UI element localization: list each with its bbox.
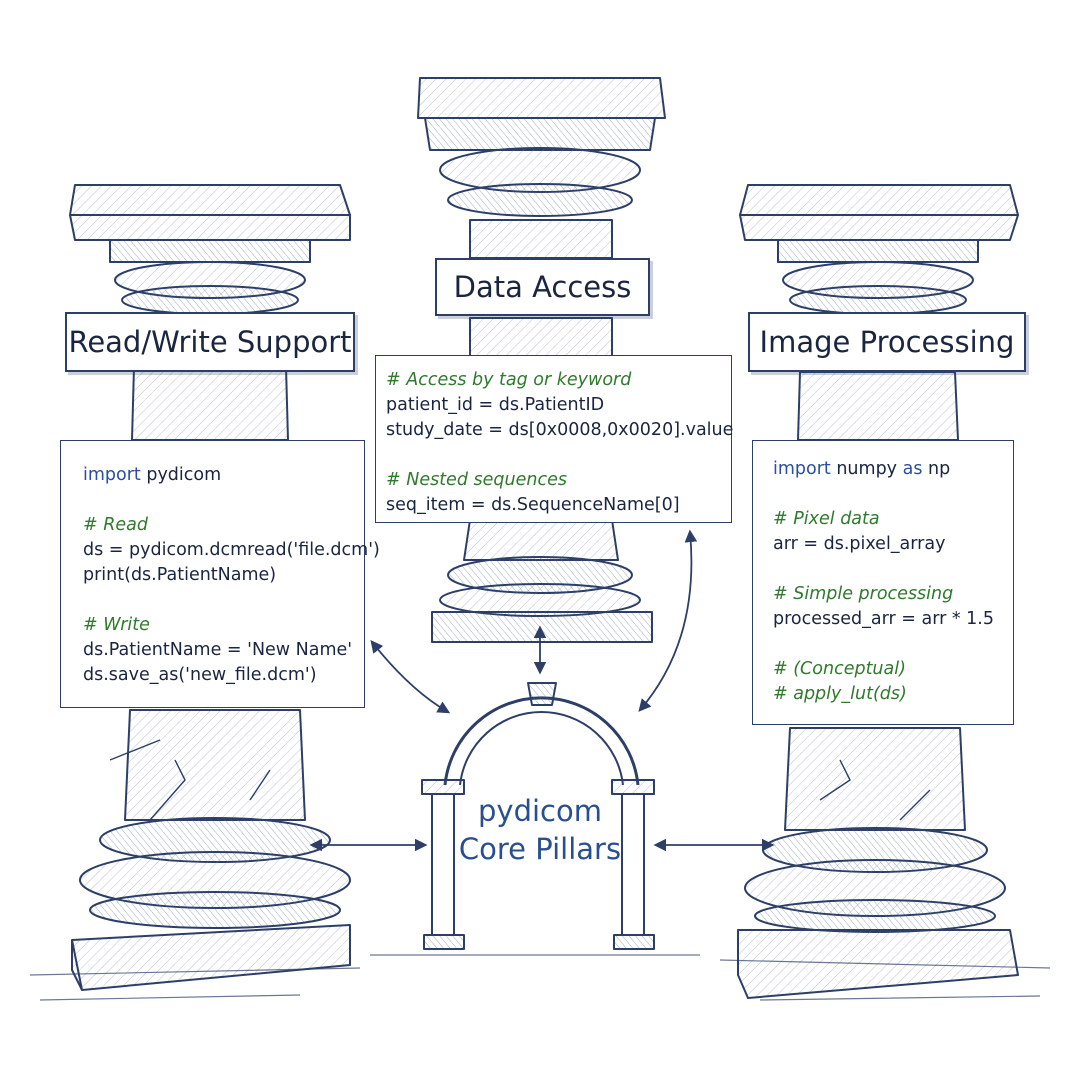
- ground-lines: [29, 954, 1051, 1001]
- code-line: import numpy as np: [773, 457, 1003, 482]
- image-processing-code-box: import numpy as np # Pixel data arr = ds…: [752, 440, 1014, 725]
- code-comment: # (Conceptual): [773, 659, 906, 679]
- right-pillar: [737, 184, 1019, 999]
- code-text: np: [922, 459, 951, 479]
- code-blank-line: [773, 632, 1003, 657]
- code-line: ds.PatientName = 'New Name': [83, 640, 353, 660]
- data-access-code-box: # Access by tag or keyword patient_id = …: [375, 355, 734, 523]
- center-pillar: [417, 77, 666, 643]
- keyword: as: [902, 459, 923, 479]
- left-pillar: [69, 184, 351, 991]
- code-text: numpy: [830, 459, 903, 479]
- read-write-support-label: Read/Write Support: [65, 312, 355, 372]
- code-line: print(ds.PatientName): [83, 565, 277, 585]
- code-comment: # Read: [83, 515, 148, 535]
- data-access-label: Data Access: [435, 258, 650, 316]
- code-blank-line: [773, 482, 1003, 507]
- code-line: study_date = ds[0x0008,0x0020].value: [386, 420, 734, 440]
- code-line: seq_item = ds.SequenceName[0]: [386, 495, 680, 515]
- code-comment: # Nested sequences: [386, 470, 567, 490]
- code-blank-line: [83, 488, 354, 513]
- code-line: arr = ds.pixel_array: [773, 534, 946, 554]
- code-comment: # Write: [83, 615, 150, 635]
- code-blank-line: [83, 588, 354, 613]
- data-access-title: Data Access: [453, 270, 632, 304]
- code-comment: # apply_lut(ds): [773, 684, 907, 704]
- code-line: ds.save_as('new_file.dcm'): [83, 665, 317, 685]
- image-processing-label: Image Processing: [748, 312, 1026, 372]
- center-arch: [421, 682, 655, 950]
- code-line: import pydicom: [83, 463, 354, 488]
- code-blank-line: [773, 557, 1003, 582]
- core-pillars-caption: pydicom Core Pillars: [452, 792, 628, 868]
- code-line: ds = pydicom.dcmread('file.dcm'): [83, 540, 380, 560]
- code-comment: # Access by tag or keyword: [386, 370, 632, 390]
- code-line: patient_id = ds.PatientID: [386, 395, 605, 415]
- caption-line-2: Core Pillars: [458, 832, 622, 866]
- keyword: import: [773, 459, 831, 479]
- code-line: processed_arr = arr * 1.5: [773, 609, 994, 629]
- code-text: pydicom: [140, 465, 222, 485]
- keyword: import: [83, 465, 141, 485]
- read-write-support-title: Read/Write Support: [68, 325, 352, 359]
- code-comment: # Simple processing: [773, 584, 954, 604]
- caption-line-1: pydicom: [478, 794, 602, 828]
- connector-arrows: [309, 529, 775, 852]
- image-processing-title: Image Processing: [759, 325, 1015, 359]
- read-write-code-box: import pydicom # Read ds = pydicom.dcmre…: [60, 440, 380, 708]
- code-comment: # Pixel data: [773, 509, 880, 529]
- code-blank-line: [386, 443, 721, 468]
